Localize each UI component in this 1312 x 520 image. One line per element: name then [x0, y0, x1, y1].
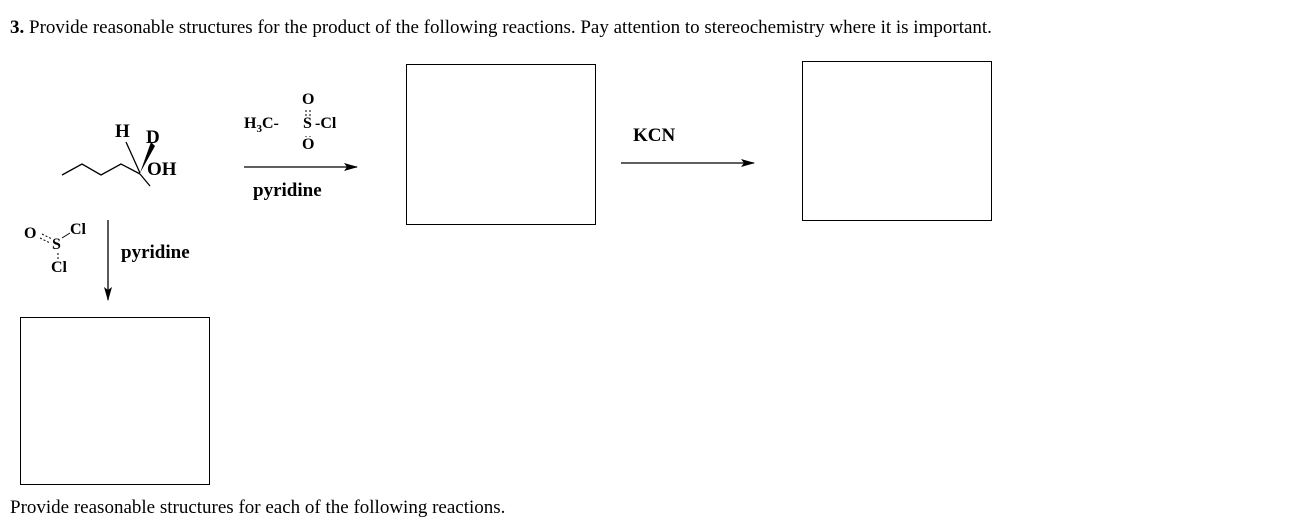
kcn-label: KCN [633, 125, 676, 146]
question-prompt: 3. Provide reasonable structures for the… [10, 16, 1305, 40]
bond-oh [139, 173, 151, 187]
answer-box-mesylate[interactable] [406, 64, 596, 225]
mesyl-o-bottom: O [301, 136, 316, 153]
answer-box-chloride[interactable] [20, 317, 210, 485]
carbon-chain-bonds [61, 163, 141, 176]
atom-d: D [146, 127, 160, 148]
atom-h: H [114, 121, 131, 142]
thionyl-o: O [24, 225, 37, 242]
mesyl-cl: -Cl [315, 115, 337, 132]
next-question-text: Provide reasonable structures for each o… [10, 497, 506, 518]
atom-oh: OH [147, 159, 177, 180]
thionyl-cl-bottom: Cl [51, 259, 67, 276]
bond-h [125, 141, 141, 174]
bond-so-a [41, 233, 53, 240]
thionyl-s: S [52, 236, 61, 253]
next-question-prompt: Provide reasonable structures for each o… [10, 496, 1010, 520]
bond-s-cl-top [61, 232, 71, 239]
pyridine-label-1: pyridine [253, 180, 322, 201]
mesyl-s: S [302, 115, 313, 132]
pyridine-label-2: pyridine [121, 242, 190, 263]
thionyl-cl-top: Cl [70, 221, 86, 238]
mesyl-h3c: H3C- [243, 115, 280, 136]
question-number: 3. [10, 17, 25, 38]
bond-so-b [39, 237, 51, 244]
mesyl-o-top: O [301, 91, 316, 108]
question-text: Provide reasonable structures for the pr… [29, 17, 992, 38]
answer-box-nitrile[interactable] [802, 61, 992, 221]
wedge-bond-d [140, 142, 155, 173]
